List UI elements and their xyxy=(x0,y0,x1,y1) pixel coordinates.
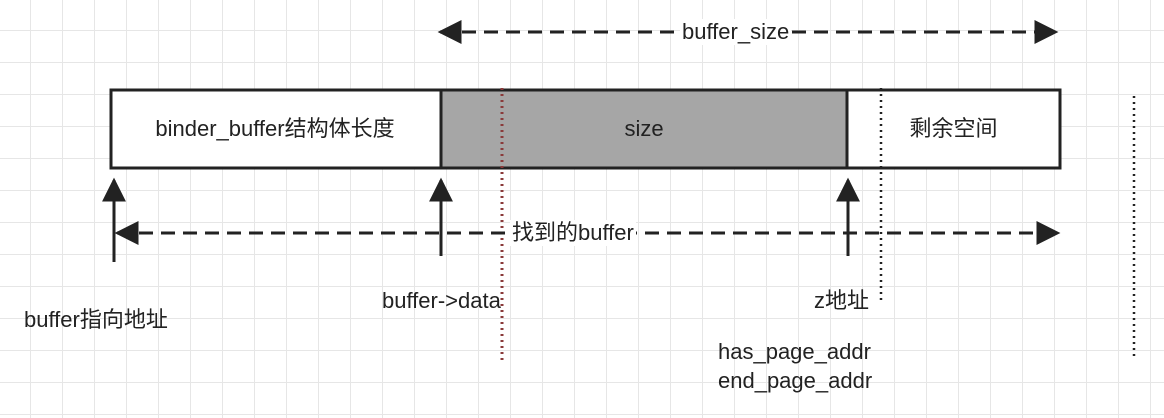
end-page-addr-label: end_page_addr xyxy=(718,368,873,393)
found-buffer-label: 找到的buffer xyxy=(510,220,636,246)
segment-size xyxy=(439,88,849,170)
buffer-size-label: buffer_size xyxy=(680,19,792,45)
buffer-addr-label: buffer指向地址 xyxy=(24,307,168,332)
buffer-data-label: buffer->data xyxy=(382,288,501,313)
segment-remaining-space-label: 剩余空间 xyxy=(909,116,998,141)
segment-binder-buffer-struct-label: binder_buffer结构体长度 xyxy=(155,116,395,141)
segment-remaining-space xyxy=(845,88,1062,170)
segment-size-label: size xyxy=(624,116,664,141)
z-addr-label: z地址 xyxy=(814,288,870,313)
segment-binder-buffer-struct xyxy=(109,88,443,170)
has-page-addr-label: has_page_addr xyxy=(718,339,871,364)
